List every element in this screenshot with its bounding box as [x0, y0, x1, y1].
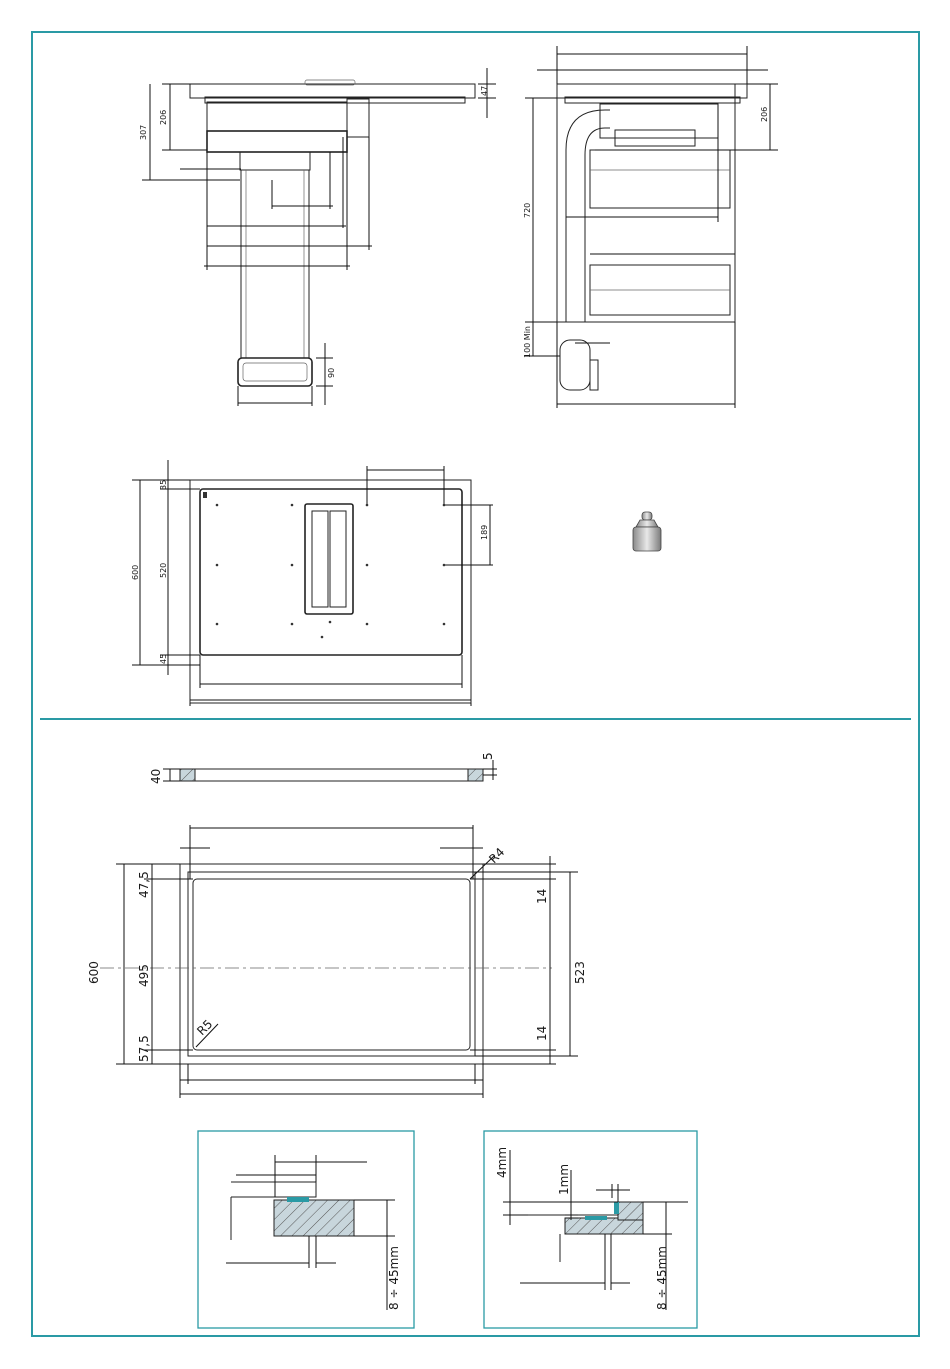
cutout-dim-r4: R4	[486, 845, 507, 866]
side-view	[142, 68, 496, 406]
side-dim-90: 90	[327, 368, 336, 378]
recessed-dim-1mm: 1mm	[557, 1164, 571, 1195]
cutout-dim-495: 495	[137, 964, 151, 987]
cutout-dim-14-top: 14	[535, 889, 549, 904]
section-view	[525, 46, 778, 408]
cutout-dim-57-5: 57,5	[137, 1035, 151, 1062]
weight-icon	[633, 512, 661, 551]
top-view	[132, 460, 493, 706]
detail-flush-mount	[198, 1131, 414, 1328]
section-dim-720: 720	[523, 203, 532, 218]
recessed-dim-thickness: 8 ÷ 45mm	[655, 1246, 669, 1310]
top-view-markers	[203, 492, 445, 638]
recessed-dim-4mm: 4mm	[495, 1147, 509, 1178]
glass-dim-40: 40	[149, 769, 163, 784]
sheet-frame	[32, 32, 919, 1336]
cutout-dim-600: 600	[87, 961, 101, 984]
side-dim-307: 307	[139, 125, 148, 140]
side-dim-47: 47	[480, 86, 489, 96]
section-dim-100min: 100 Min	[523, 326, 532, 358]
top-dim-520: 520	[159, 563, 168, 578]
glass-dim-5: 5	[481, 752, 495, 760]
section-dim-206: 206	[760, 107, 769, 122]
side-dim-206: 206	[159, 110, 168, 125]
cutout-dim-523: 523	[573, 961, 587, 984]
flush-dim-thickness: 8 ÷ 45mm	[387, 1246, 401, 1310]
cutout-plan	[100, 825, 578, 1098]
glass-profile	[163, 760, 497, 781]
cutout-dim-14-bottom: 14	[535, 1026, 549, 1041]
top-dim-35: 35	[159, 480, 168, 490]
cutout-dim-r5: R5	[194, 1017, 215, 1038]
cutout-dim-47-5: 47,5	[137, 871, 151, 898]
top-dim-600: 600	[131, 565, 140, 580]
top-dim-189: 189	[480, 525, 489, 540]
top-dim-45: 45	[159, 654, 168, 664]
